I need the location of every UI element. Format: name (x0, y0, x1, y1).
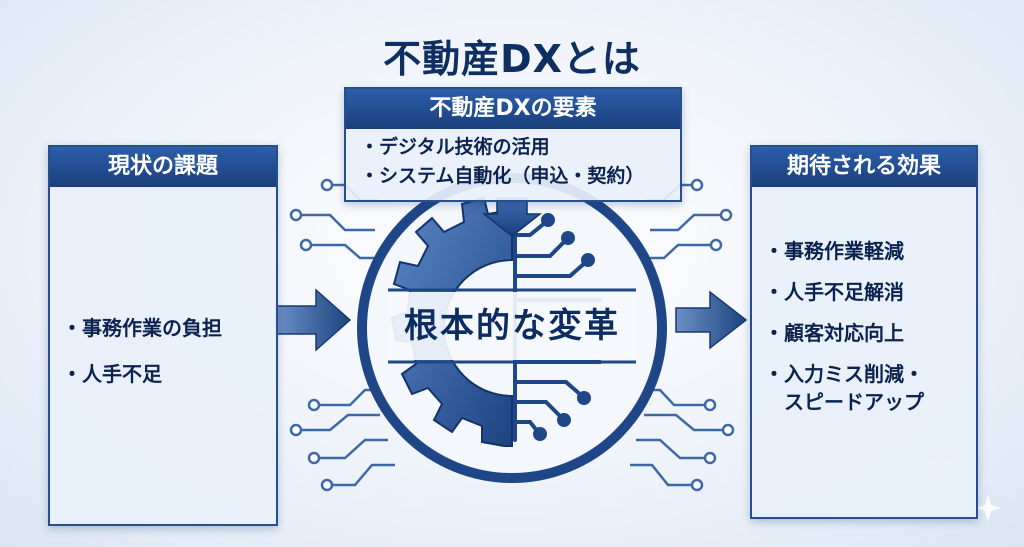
circuit-icon (300, 183, 724, 487)
arrow-right-icon (275, 288, 352, 352)
list-item: ・システム自動化（申込・契約） (360, 165, 645, 187)
elements-box-header: 不動産DXの要素 (346, 89, 680, 129)
list-item: ・事務作業軽減 (764, 239, 904, 263)
list-item: ・入力ミス削減・ (764, 362, 924, 386)
expected-effects-header: 期待される効果 (752, 147, 976, 187)
chip-node-group (533, 213, 595, 441)
list-item: スピードアップ (764, 390, 924, 414)
banner-bg (386, 292, 638, 360)
effects-list: ・事務作業軽減 ・人手不足解消 ・顧客対応向上 ・入力ミス削減・ スピードアップ (764, 237, 924, 429)
circuit-node-group (289, 178, 735, 492)
gear-icon (390, 196, 513, 447)
list-item: ・人手不足解消 (764, 280, 904, 304)
current-issues-box: 現状の課題 ・事務作業の負担 ・人手不足 (48, 145, 278, 526)
elements-list: ・デジタル技術の活用 ・システム自動化（申込・契約） (346, 129, 680, 191)
page-title: 不動産DXとは (383, 37, 641, 81)
list-item: ・人手不足 (62, 362, 162, 386)
list-item: ・顧客対応向上 (764, 321, 904, 345)
elements-box: 不動産DXの要素 ・デジタル技術の活用 ・システム自動化（申込・契約） (344, 87, 682, 202)
list-item: ・事務作業の負担 (62, 316, 222, 340)
expected-effects-box: 期待される効果 ・事務作業軽減 ・人手不足解消 ・顧客対応向上 ・入力ミス削減・… (750, 145, 978, 519)
center-label: 根本的な変革 (404, 306, 620, 346)
list-item: ・デジタル技術の活用 (360, 136, 550, 158)
arrow-right-icon (675, 290, 748, 350)
current-issues-header: 現状の課題 (50, 147, 276, 187)
issues-list: ・事務作業の負担 ・人手不足 (62, 312, 222, 404)
